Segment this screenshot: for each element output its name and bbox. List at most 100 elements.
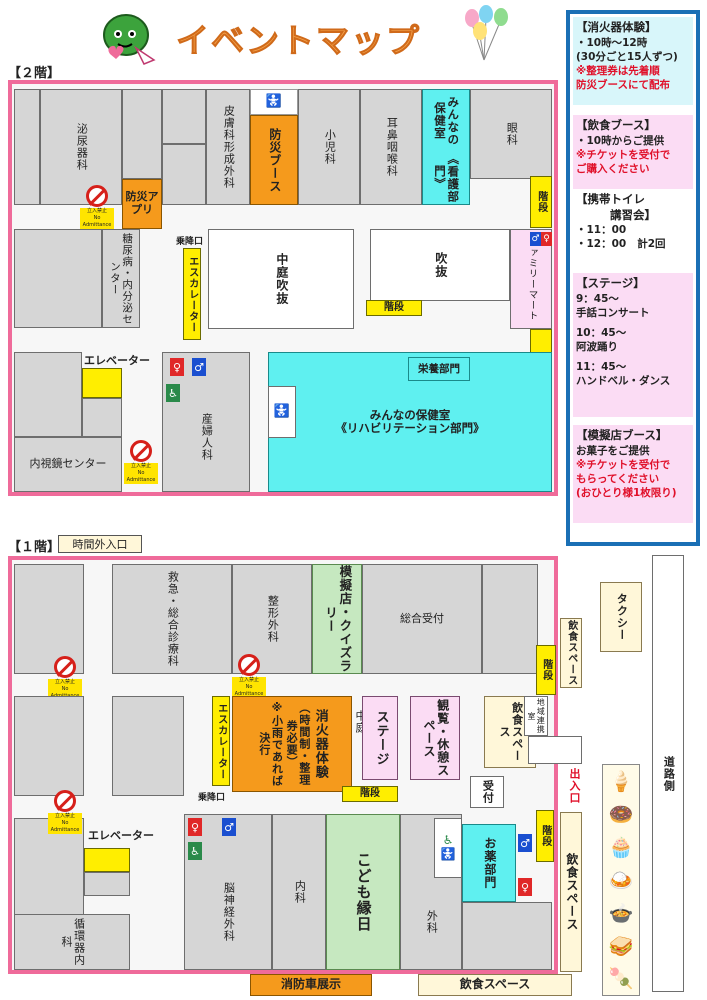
food-space-right: 飲食スペース — [560, 812, 582, 972]
accessible-toilet-icon-f1: ♿ — [188, 842, 202, 860]
taxi-stand: タクシー — [600, 582, 642, 652]
mens-toilet-icon-f1-b: ♂ — [518, 834, 532, 852]
room-f1-lower-right — [462, 902, 552, 970]
room-f1-topright — [482, 564, 538, 674]
room-dermatology: 皮膚科形成外科 — [206, 89, 250, 205]
mens-toilet-icon-f2-b: ♂ — [530, 232, 541, 246]
disaster-booth-icons: 🚼 — [250, 89, 298, 115]
accessible-toilet-icon-f2: ♿ — [166, 384, 180, 402]
sandwich-icon: 🥪 — [608, 933, 634, 958]
reception-desk[interactable]: 受付 — [470, 776, 504, 808]
soup-icon: 🍲 — [608, 900, 634, 925]
info-stage: 【ステージ】 9：45～ 手話コンサート 10：45～ 阿波踊り 11：45～ … — [573, 273, 693, 417]
floor1-label: 【１階】 — [8, 540, 61, 555]
baby-care-icon: 🚼 — [268, 386, 296, 438]
room-endoscopy: 内視鏡センター — [14, 437, 122, 492]
donut-icon: 🍩 — [608, 802, 634, 827]
room-f1-lower-left — [14, 818, 84, 918]
baby-care-icon-f1: ♿ 🚼 — [434, 818, 462, 878]
room-f2-small-c — [162, 144, 206, 205]
stairs-f2-right-top: 階段 — [530, 176, 552, 228]
mens-toilet-icon-f1: ♂ — [222, 818, 236, 836]
room-ent: 耳鼻咽喉科 — [360, 89, 422, 205]
escalator-f2[interactable]: エスカレーター — [183, 248, 201, 340]
room-f2-lower-left — [14, 352, 82, 437]
info-mock: 【模擬店ブース】 お菓子をご提供 ※チケットを受付で もらってください (おひと… — [573, 425, 693, 523]
room-f1-topleft — [14, 564, 84, 674]
room-cardiology: 循環器内科 — [14, 914, 130, 970]
info-food: 【飲食ブース】 ・10時からご提供 ※チケットを受付で ご購入ください — [573, 115, 693, 189]
room-f1-elevator-hall — [84, 872, 130, 896]
stairs-f1-right-top: 階段 — [536, 645, 556, 695]
takoyaki-icon: 🍡 — [608, 966, 634, 991]
balloons-icon — [465, 5, 508, 61]
nursing-dept: みんなの保健室《看護部門》 — [422, 89, 470, 205]
room-neurosurgery: 脳神経外科 — [184, 814, 272, 970]
food-stall-icons: 🍦 🍩 🧁 🍛 🍲 🥪 🍡 — [602, 764, 640, 996]
pharmacy-dept: お薬部門 — [462, 824, 516, 902]
room-ophthalmology: 眼科 — [470, 89, 552, 179]
room-f2-elevator-hall — [82, 398, 122, 437]
room-f1-mid-left — [14, 696, 84, 796]
womens-toilet-icon-f2-b: ♀ — [541, 232, 552, 246]
accessible-icon-f1: ♿ — [442, 833, 454, 848]
fire-truck-display: 消防車展示 — [250, 974, 372, 996]
room-emergency: 救急・総合診療科 — [112, 564, 232, 674]
elevator-label-f2: エレベーター — [84, 354, 150, 367]
mens-toilet-icon-f2: ♂ — [192, 358, 206, 376]
info-fire: 【消火器体験】 ・10時～12時 (30分ごと15人ずつ) ※整理券は先着順 防… — [573, 17, 693, 105]
room-f2-small-b — [162, 89, 206, 144]
escalator-f1[interactable]: エスカレーター — [212, 696, 230, 786]
baby-changing-icon: 🚼 — [265, 93, 283, 109]
fire-extinguisher-booth: 消火器体験 （時間制・整理券必要） ※小雨であれば決行 — [232, 696, 352, 792]
elevator-f2[interactable] — [82, 368, 122, 398]
stairs-f1-mid: 階段 — [342, 786, 398, 802]
elevator-f1[interactable] — [84, 848, 130, 872]
room-internal-med: 内科 — [272, 814, 326, 970]
info-panel: 【消火器体験】 ・10時～12時 (30分ごと15人ずつ) ※整理券は先着順 防… — [566, 10, 700, 546]
stairs-f1-right-bottom: 階段 — [536, 810, 554, 862]
atrium-f2: 吹抜 — [370, 229, 510, 301]
stage[interactable]: ステージ — [362, 696, 398, 780]
room-f1-entrance-bar — [528, 736, 582, 764]
room-f2-left-block — [14, 89, 40, 205]
curry-icon: 🍛 — [608, 867, 634, 892]
mock-shop: 模擬店・クイズラリー — [312, 564, 362, 674]
food-space-top: 飲食スペース — [560, 618, 582, 688]
floor2-label: 【２階】 — [8, 66, 61, 81]
room-pediatrics: 小児科 — [298, 89, 360, 205]
food-space-f1-inner: 飲食スペース — [484, 696, 536, 768]
kids-festival: こども縁日 — [326, 814, 400, 970]
mascot-icon — [103, 14, 156, 65]
ice-cream-icon: 🍦 — [608, 769, 634, 794]
elevator-label-f1: エレベーター — [88, 829, 154, 842]
room-f1-mid-b — [112, 696, 184, 796]
womens-toilet-icon-f1: ♀ — [188, 818, 202, 836]
room-f2-mid-left — [14, 229, 102, 328]
nutrition-dept: 栄養部門 — [408, 357, 470, 381]
room-urology: 泌尿器科 — [40, 89, 122, 205]
food-space-bottom: 飲食スペース — [418, 974, 572, 996]
road-side: 道路側 — [652, 555, 684, 992]
boarding-f1: 乗降口 — [198, 793, 226, 803]
stairs-f2-mid: 階段 — [366, 300, 422, 316]
entrance-exit[interactable]: 出入口 — [568, 768, 581, 804]
room-diabetes: 糖尿病・内分泌センター — [102, 229, 140, 328]
womens-toilet-icon-f1-b: ♀ — [518, 878, 532, 896]
page-title: イベントマップ — [176, 21, 421, 61]
disaster-app: 防災アプリ — [122, 179, 162, 229]
rest-space: 観覧・休憩スペース — [410, 696, 460, 780]
room-f2-small-a — [122, 89, 162, 179]
disaster-booth: 防災ブース — [250, 115, 298, 205]
night-entrance[interactable]: 時間外入口 — [58, 535, 142, 553]
room-reception: 総合受付 — [362, 564, 482, 674]
title-area: イベントマップ — [0, 0, 560, 65]
baby-changing-icon-f1: 🚼 — [440, 847, 456, 861]
regional-office: 地域連携室 — [524, 696, 548, 736]
courtyard-atrium-f2: 中庭吹抜 — [208, 229, 354, 329]
